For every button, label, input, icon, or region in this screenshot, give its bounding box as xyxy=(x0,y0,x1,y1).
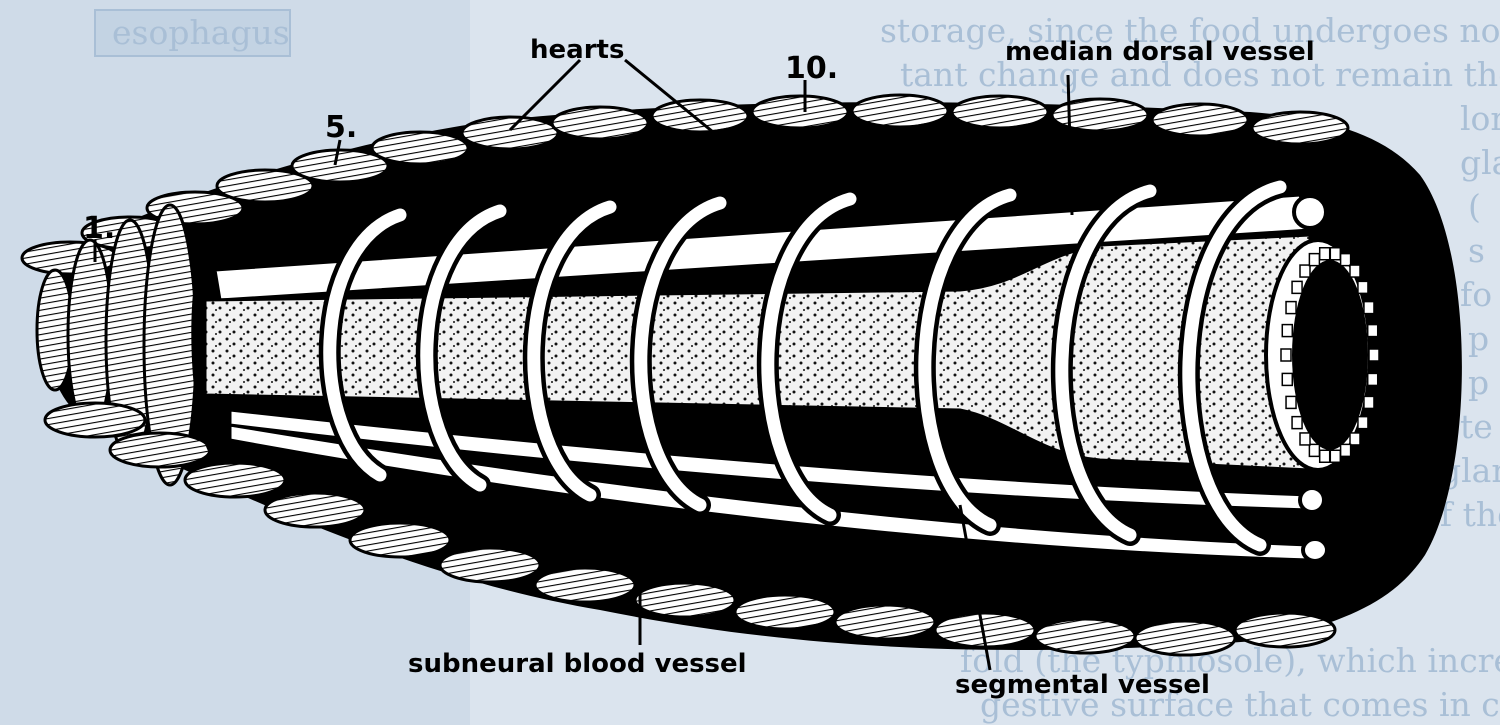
heart-loop xyxy=(634,196,727,512)
typhlosole-dots xyxy=(1280,246,1380,464)
background-text-line: te xyxy=(1460,407,1493,446)
typhlosole-cell xyxy=(1285,300,1297,315)
label-segment-5: 5. xyxy=(325,110,357,145)
typhlosole-cell xyxy=(1291,415,1303,430)
background-text-line: ( xyxy=(1468,187,1481,226)
body-segments-top xyxy=(20,93,1350,487)
heart-loop xyxy=(527,200,617,502)
segment-band-top xyxy=(460,115,560,151)
body-segments-bottom xyxy=(43,401,1337,657)
esophagus-label-box xyxy=(94,9,291,57)
typhlosole-cell xyxy=(1285,395,1297,410)
typhlosole-cell xyxy=(1357,280,1369,295)
segment-band-top xyxy=(370,130,470,166)
segment-band-bottom xyxy=(733,593,837,631)
segment-5-leader xyxy=(333,139,342,166)
segment-band-top xyxy=(850,93,950,129)
background-text-line: p xyxy=(1468,319,1489,358)
typhlosole-cell xyxy=(1281,372,1294,387)
typhlosole-cell xyxy=(1363,300,1375,315)
typhlosole-cell xyxy=(1318,449,1331,464)
segment-band-bottom xyxy=(533,566,637,604)
label-leader-lines xyxy=(93,58,1074,671)
heart-loop xyxy=(420,204,507,492)
typhlosole-cell xyxy=(1366,323,1379,338)
background-text-line: storage, since the food undergoes no imp… xyxy=(880,11,1500,50)
segment-band-bottom xyxy=(108,431,212,469)
hearts-leader-left xyxy=(508,58,582,132)
heart-loop xyxy=(1055,184,1157,542)
typhlosole-cell xyxy=(1299,264,1311,278)
typhlosole-cell xyxy=(1329,246,1342,261)
label-segmental-vessel: segmental vessel xyxy=(955,670,1210,700)
background-text-line: fo xyxy=(1460,275,1492,314)
typhlosole-cell xyxy=(1308,443,1321,458)
typhlosole-cell xyxy=(1349,264,1361,278)
segment-band-top xyxy=(750,94,850,130)
segment-band-top xyxy=(1150,102,1250,138)
background-text-line: long. xyxy=(1460,99,1500,138)
typhlosole-cell xyxy=(1357,415,1369,430)
dorsal-vessel-opening xyxy=(1292,194,1328,230)
ventral-vessel-opening xyxy=(1298,486,1326,514)
typhlosole-cell xyxy=(1339,252,1352,267)
segment-band-bottom xyxy=(1133,619,1237,657)
intestine-lumen xyxy=(1292,260,1368,450)
segment-band-bottom xyxy=(183,461,287,499)
segment-band-bottom xyxy=(263,491,367,529)
subneural-vessel-opening xyxy=(1301,537,1329,563)
segment-band-top xyxy=(1050,97,1150,133)
segmental-vessel-leader xyxy=(958,504,992,671)
background-text-line: gla xyxy=(1460,143,1500,182)
typhlosole-cell xyxy=(1281,323,1294,338)
typhlosole-cell xyxy=(1299,432,1311,446)
segment-band-bottom xyxy=(1033,617,1137,655)
heart-loop xyxy=(761,192,857,522)
typhlosole-cell xyxy=(1349,432,1361,446)
segment-band-top xyxy=(550,105,650,141)
label-median-dorsal-vessel: median dorsal vessel xyxy=(1005,37,1315,67)
label-hearts: hearts xyxy=(530,35,624,65)
segment-band-bottom xyxy=(43,401,147,439)
segment-band-bottom xyxy=(633,581,737,619)
earthworm-illustration xyxy=(20,58,1462,671)
typhlosole-cell xyxy=(1308,252,1321,267)
segment-band-bottom xyxy=(348,521,452,559)
segment-band-bottom xyxy=(438,546,542,584)
label-segment-10: 10. xyxy=(785,51,838,86)
median-dorsal-vessel-leader xyxy=(1066,74,1074,216)
heart-loop xyxy=(1182,180,1287,552)
typhlosole-cell xyxy=(1329,449,1342,464)
label-subneural-blood-vessel: subneural blood vessel xyxy=(408,649,747,679)
typhlosole-cell xyxy=(1368,348,1380,362)
typhlosole-cell xyxy=(1291,280,1303,295)
background-text-line: s xyxy=(1468,231,1485,270)
typhlosole-cell xyxy=(1366,372,1379,387)
segment-band-top xyxy=(215,168,315,204)
background-text-line: gestive surface that comes in contact wi… xyxy=(980,685,1500,724)
typhlosole-cell xyxy=(1339,443,1352,458)
hearts-leader-right xyxy=(624,58,791,197)
typhlosole-cell xyxy=(1318,246,1331,261)
typhlosole-cell xyxy=(1363,395,1375,410)
segment-band-bottom xyxy=(1233,611,1337,649)
segment-band-top xyxy=(650,98,750,134)
segment-band-top xyxy=(1250,110,1350,146)
typhlosole-cell xyxy=(1280,348,1292,362)
esophagus-label: esophagus xyxy=(112,13,290,52)
background-text-line: tant change and does not remain there ve… xyxy=(900,55,1500,94)
heart-loops xyxy=(318,176,1291,556)
diagram-labels: hearts 10. median dorsal vessel 5. 1. su… xyxy=(83,35,1315,700)
segment-band-bottom xyxy=(833,603,937,641)
segment-band-top xyxy=(290,148,390,184)
segment-band-top xyxy=(950,94,1050,130)
background-text-line: p xyxy=(1468,363,1489,402)
heart-loop xyxy=(323,208,407,482)
heart-loop xyxy=(918,188,1017,532)
label-segment-1: 1. xyxy=(83,211,115,246)
